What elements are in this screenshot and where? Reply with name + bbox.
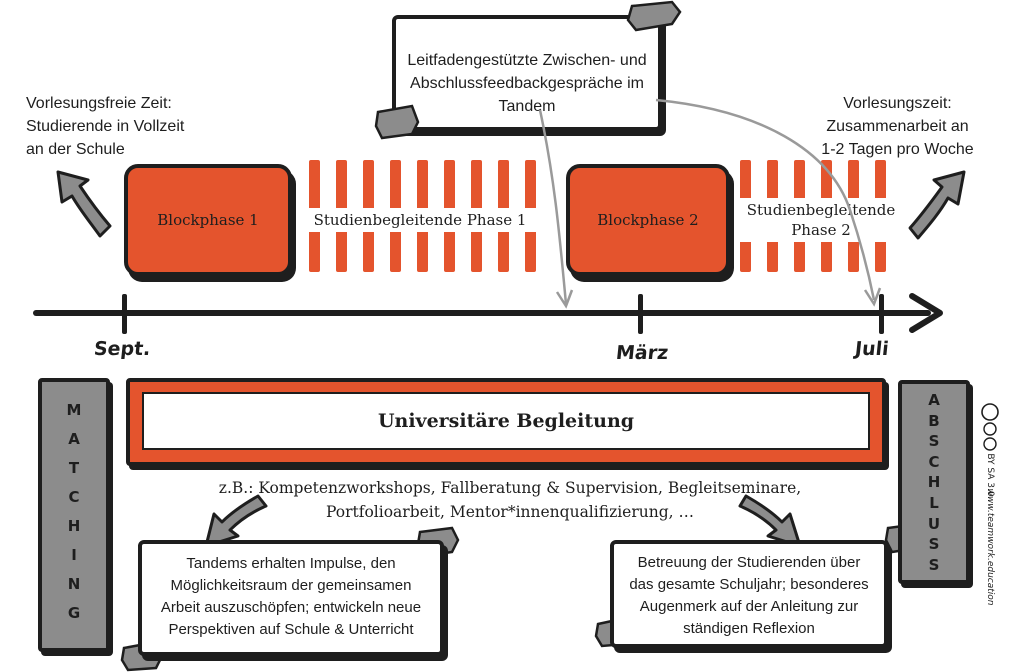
- abschluss-letter: A: [928, 391, 940, 409]
- blockphase-1-label: Blockphase 1: [157, 211, 259, 229]
- right-note: Vorlesungszeit: Zusammenarbeit an 1-2 Ta…: [805, 92, 990, 161]
- feedback-card-line: Leitfadengestützte Zwischen- und: [407, 52, 647, 69]
- matching-letters: M A T C H I N G: [42, 382, 106, 628]
- matching-letter: N: [67, 575, 81, 593]
- feedback-connector-mid: [538, 109, 568, 305]
- month-sept: Sept.: [92, 338, 152, 360]
- university-bar: Universitäre Begleitung: [126, 378, 886, 466]
- left-note-line: Studierende in Vollzeit: [26, 118, 185, 135]
- matching-letter: M: [66, 401, 82, 419]
- left-note-line: Vorlesungsfreie Zeit:: [26, 95, 172, 112]
- blockphase-2-label: Blockphase 2: [597, 211, 699, 229]
- support-card: Betreuung der Studierenden über das gesa…: [610, 540, 888, 648]
- blockphase-2: Blockphase 2: [566, 164, 730, 276]
- abschluss-letters: A B S C H L U S S: [902, 384, 966, 575]
- study-phase-2-line: Studienbegleitende: [746, 201, 896, 219]
- month-maerz: März: [614, 342, 670, 364]
- support-card-line: Betreuung der Studierenden über: [637, 554, 861, 571]
- cc-license-badge: [978, 402, 1002, 452]
- university-bar-inner: Universitäre Begleitung: [142, 392, 870, 450]
- matching-letter: T: [68, 459, 80, 477]
- right-period-arrow: [908, 170, 966, 240]
- abschluss-letter: S: [928, 535, 940, 554]
- examples-line: Portfolioarbeit, Mentor*innenqualifizier…: [325, 503, 695, 521]
- impulse-card-line: Möglichkeitsraum der gemeinsamen: [170, 577, 412, 594]
- blockphase-1: Blockphase 1: [124, 164, 292, 276]
- matching-letter: C: [68, 488, 80, 506]
- support-card-text: Betreuung der Studierenden über das gesa…: [614, 544, 884, 640]
- university-bar-label: Universitäre Begleitung: [377, 410, 635, 432]
- abschluss-letter: H: [927, 473, 941, 492]
- study-phase-1-label: Studienbegleitende Phase 1: [300, 208, 540, 232]
- right-note-line: 1-2 Tagen pro Woche: [821, 141, 974, 158]
- matching-letter: G: [67, 604, 81, 622]
- matching-letter: A: [68, 430, 80, 448]
- tick-juli: [879, 294, 884, 334]
- feedback-connector-right-head: [863, 287, 882, 307]
- cc-license-icon: [981, 403, 999, 451]
- impulse-card: Tandems erhalten Impulse, den Möglichkei…: [138, 540, 444, 656]
- tape-top-card-left: [374, 104, 420, 140]
- abschluss-letter: S: [928, 555, 940, 574]
- left-note: Vorlesungsfreie Zeit: Studierende in Vol…: [26, 92, 226, 161]
- feedback-card-text: Leitfadengestützte Zwischen- und Abschlu…: [396, 19, 658, 118]
- abschluss-column: A B S C H L U S S: [898, 380, 970, 584]
- impulse-card-line: Arbeit auszuschöpfen; entwickeln neue: [160, 599, 422, 616]
- left-note-line: an der Schule: [26, 141, 125, 158]
- month-juli: Juli: [853, 338, 890, 360]
- feedback-card: Leitfadengestützte Zwischen- und Abschlu…: [392, 15, 662, 131]
- support-card-line: Augenmerk auf der Anleitung zur: [639, 598, 859, 615]
- matching-letter: I: [71, 546, 77, 564]
- abschluss-letter: L: [929, 493, 939, 512]
- impulse-card-text: Tandems erhalten Impulse, den Möglichkei…: [142, 544, 440, 641]
- abschluss-letter: C: [928, 452, 940, 471]
- matching-letter: H: [67, 517, 81, 535]
- support-card-line: ständigen Reflexion: [683, 620, 815, 637]
- tick-maerz: [638, 294, 643, 334]
- abschluss-letter: U: [927, 514, 941, 533]
- study-phase-2-line: Phase 2: [791, 221, 851, 239]
- support-card-line: das gesamte Schuljahr; besonderes: [629, 576, 869, 593]
- impulse-card-line: Tandems erhalten Impulse, den: [186, 555, 396, 572]
- feedback-connector-right: [655, 98, 876, 301]
- timeline-arrowhead: [909, 293, 943, 333]
- feedback-card-line: Abschlussfeedbackgespräche im: [410, 75, 644, 92]
- study-phase-2-label: Studienbegleitende Phase 2: [738, 198, 904, 242]
- left-period-arrow: [56, 170, 112, 238]
- right-note-line: Vorlesungszeit:: [843, 95, 952, 112]
- examples-text: z.B.: Kompetenzworkshops, Fallberatung &…: [180, 476, 840, 524]
- impulse-card-line: Perspektiven auf Schule & Unterricht: [168, 621, 414, 638]
- abschluss-letter: S: [928, 432, 940, 451]
- abschluss-letter: B: [928, 411, 940, 430]
- credit-text: www.teamwork.education: [985, 488, 995, 606]
- feedback-connector-mid-head: [555, 289, 574, 309]
- matching-column: M A T C H I N G: [38, 378, 110, 652]
- tape-top-card-right: [626, 0, 682, 32]
- tick-sept: [122, 294, 127, 334]
- examples-line: z.B.: Kompetenzworkshops, Fallberatung &…: [218, 479, 802, 497]
- right-note-line: Zusammenarbeit an: [826, 118, 969, 135]
